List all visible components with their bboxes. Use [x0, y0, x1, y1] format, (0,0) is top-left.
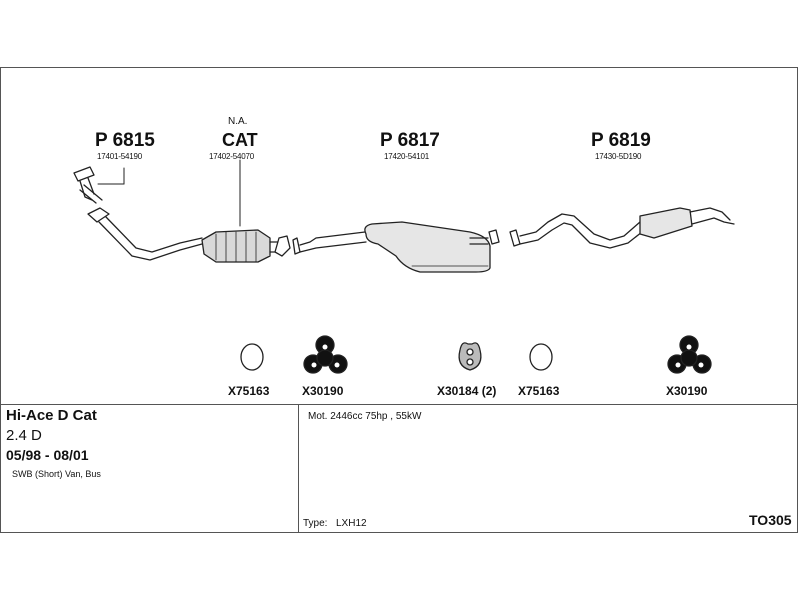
part-number-cat: 17402-54070	[209, 152, 254, 161]
fitting-code: X30190	[666, 384, 708, 398]
hanger-icon	[458, 342, 482, 371]
part-number-front-pipe: 17401-54190	[97, 152, 142, 161]
motor-spec: Mot. 2446cc 75hp , 55kW	[308, 411, 422, 422]
part-number-middle-muffler: 17420-54101	[384, 152, 429, 161]
front-pipe	[73, 166, 203, 261]
vehicle-years: 05/98 - 08/01	[6, 447, 89, 463]
trefoil-mount-icon	[667, 335, 712, 374]
catalytic-converter	[201, 229, 291, 263]
vehicle-engine: 2.4 D	[6, 427, 42, 444]
fitting-code: X30190	[302, 384, 344, 398]
diagram-frame	[0, 67, 798, 533]
part-code-middle-muffler: P 6817	[380, 130, 440, 151]
info-divider	[0, 404, 798, 405]
part-code-cat: CAT	[222, 130, 258, 150]
type-label: Type:	[303, 518, 328, 529]
middle-muffler	[292, 221, 500, 273]
fitting-code: X30184 (2)	[437, 384, 497, 398]
diagram-code: TO305	[749, 512, 792, 528]
trefoil-mount-icon	[303, 335, 348, 374]
type-value: LXH12	[336, 518, 367, 529]
ring-icon	[240, 343, 264, 371]
cat-note: N.A.	[228, 116, 248, 127]
part-code-front-pipe: P 6815	[95, 130, 155, 151]
part-code-rear-pipe: P 6819	[591, 130, 651, 151]
part-number-rear-pipe: 17430-5D190	[595, 152, 642, 161]
ring-icon	[529, 343, 553, 371]
fitting-code: X75163	[518, 384, 560, 398]
vehicle-model: Hi-Ace D Cat	[6, 407, 97, 424]
rear-pipe	[509, 207, 735, 249]
vehicle-body: SWB (Short) Van, Bus	[12, 469, 101, 479]
fitting-code: X75163	[228, 384, 270, 398]
info-column-divider	[298, 404, 299, 532]
